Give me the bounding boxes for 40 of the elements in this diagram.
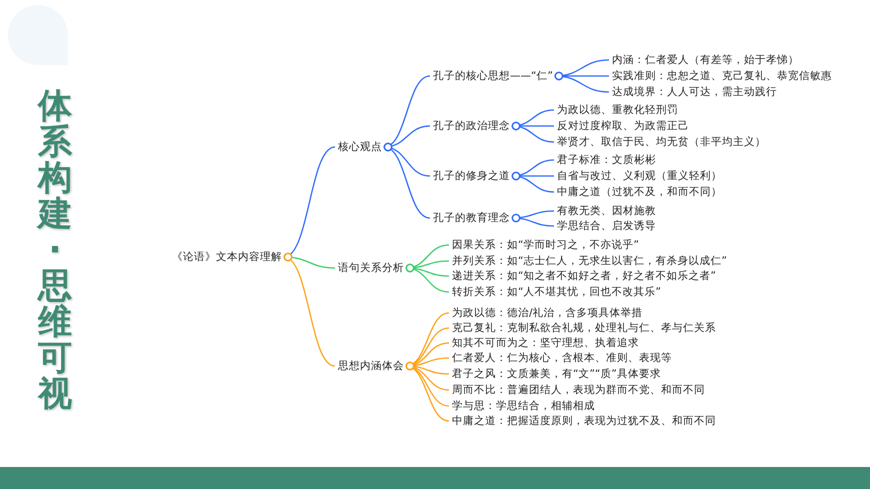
branch-line bbox=[384, 142, 430, 219]
branch-line bbox=[512, 172, 554, 193]
branch-topic: 孔子的教育理念 bbox=[430, 211, 512, 225]
leaf-topic: 周而不比：普遍团结人，表现为群而不党、和而不同 bbox=[449, 383, 705, 397]
leaf-topic: 君子标准：文质彬彬 bbox=[554, 153, 656, 167]
leaf-topic: 知其不可而为之：坚守理想、执着追求 bbox=[449, 336, 639, 350]
leaf-topic: 因果关系：如“学而时习之，不亦说乎” bbox=[449, 238, 639, 252]
branch-topic: 孔子的修身之道 bbox=[430, 169, 512, 183]
leaf-topic: 并列关系：如“志士仁人，无求生以害仁，有杀身以成仁” bbox=[449, 254, 727, 268]
branch-topic: 思想内涵体会 bbox=[335, 359, 406, 373]
leaf-topic: 递进关系：如“知之者不如好之者，好之者不如乐之者” bbox=[449, 269, 716, 283]
branch-topic: 孔子的核心思想——“仁” bbox=[430, 69, 555, 83]
leaf-topic: 为政以德、重教化轻刑罚 bbox=[554, 103, 678, 117]
vertical-title: 体系构建·思维可视 bbox=[38, 88, 72, 412]
leaf-topic: 有教无类、因材施教 bbox=[554, 204, 656, 218]
branch-topic: 孔子的政治理念 bbox=[430, 119, 512, 133]
leaf-topic: 内涵：仁者爱人（有差等，始于孝悌） bbox=[609, 53, 799, 67]
leaf-topic: 克己复礼：克制私欲合礼规，处理礼与仁、孝与仁关系 bbox=[449, 321, 716, 335]
branch-topic: 语句关系分析 bbox=[335, 261, 406, 275]
leaf-topic: 君子之风：文质兼美，有“文”“质”具体要求 bbox=[449, 367, 661, 381]
branch-line bbox=[512, 122, 554, 143]
leaf-topic: 转折关系：如“人不堪其忧，回也不改其乐” bbox=[449, 285, 661, 299]
leaf-topic: 学思结合、启发诱导 bbox=[554, 219, 656, 233]
branch-topic: 核心观点 bbox=[335, 140, 384, 154]
branch-line bbox=[406, 264, 450, 293]
branch-line bbox=[554, 72, 610, 93]
leaf-topic: 达成境界：人人可达，需主动践行 bbox=[609, 85, 777, 99]
leaf-topic: 实践准则：忠恕之道、克己复礼、恭宽信敏惠 bbox=[609, 69, 832, 83]
leaf-topic: 自省与改过、义利观（重义轻利） bbox=[554, 169, 722, 183]
leaf-topic: 为政以德：德治/礼治，含多项具体举措 bbox=[449, 306, 643, 320]
leaf-topic: 中庸之道：把握适度原则，表现为过犹不及、和而不同 bbox=[449, 414, 716, 428]
branch-topic: 《论语》文本内容理解 bbox=[169, 250, 284, 264]
leaf-topic: 学与思：学思结合，相辅相成 bbox=[449, 399, 595, 413]
branch-line bbox=[512, 214, 554, 227]
leaf-topic: 中庸之道（过犹不及，和而不同） bbox=[554, 185, 722, 199]
leaf-topic: 举贤才、取信于民、均无贫（非平均主义） bbox=[554, 135, 766, 149]
leaf-topic: 反对过度榨取、为政需正己 bbox=[554, 119, 689, 133]
branch-line bbox=[406, 362, 450, 422]
leaf-topic: 仁者爱人：仁为核心，含根本、准则、表现等 bbox=[449, 351, 672, 365]
branch-line bbox=[284, 252, 336, 367]
